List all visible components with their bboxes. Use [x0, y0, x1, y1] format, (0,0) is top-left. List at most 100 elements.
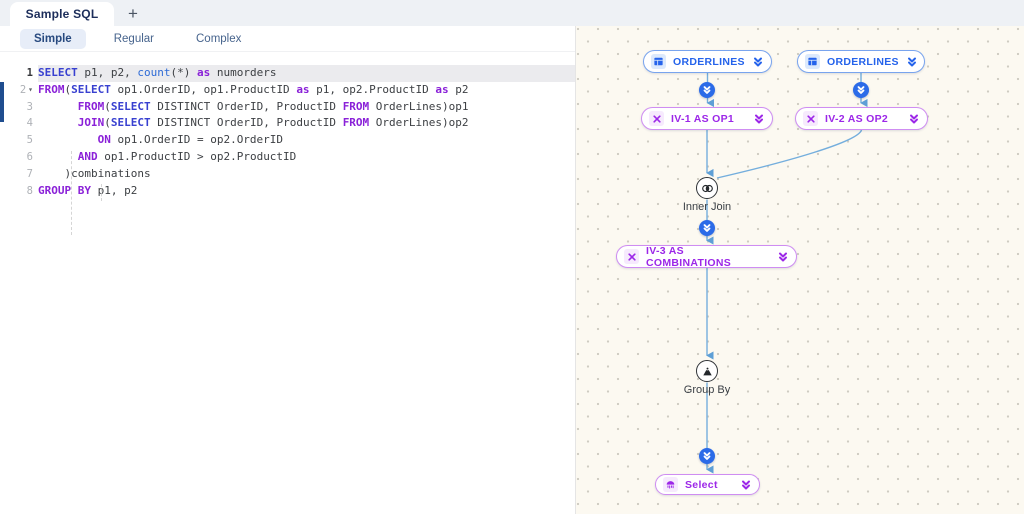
- query-diagram-canvas[interactable]: ORDERLINES ORDERLINES IV-1 AS OP1: [576, 26, 1024, 514]
- code-token: GROUP BY: [38, 183, 91, 197]
- subtab-simple[interactable]: Simple: [20, 28, 86, 49]
- expand-chevron-icon[interactable]: [740, 479, 752, 491]
- node-iv2[interactable]: IV-2 AS OP2: [795, 107, 928, 130]
- subtab-regular[interactable]: Regular: [113, 32, 154, 45]
- node-label: IV-1 AS OP1: [671, 112, 735, 125]
- node-label: Select: [685, 478, 718, 491]
- inner-join-icon: [701, 182, 714, 195]
- line-number: 7: [26, 167, 33, 180]
- inner-join-label: Inner Join: [682, 201, 732, 213]
- line-number: 8: [26, 184, 33, 197]
- tab-sample-sql[interactable]: Sample SQL: [10, 2, 114, 26]
- code-line[interactable]: 5 ON op1.OrderID = op2.OrderID: [0, 132, 575, 149]
- add-tab-button[interactable]: +: [122, 3, 144, 25]
- code-token: op1.OrderID, op1.ProductID: [110, 82, 297, 96]
- flow-chevron-button[interactable]: [699, 220, 715, 236]
- node-orderlines-1[interactable]: ORDERLINES: [643, 50, 772, 73]
- code-token: FROM: [77, 99, 105, 113]
- code-token: [38, 133, 98, 146]
- code-line[interactable]: 3 FROM(SELECT DISTINCT OrderID, ProductI…: [0, 99, 575, 116]
- code-token: as: [296, 82, 310, 96]
- line-number: 2: [19, 83, 27, 96]
- code-text: ON op1.OrderID = op2.OrderID: [38, 132, 575, 149]
- code-text: JOIN(SELECT DISTINCT OrderID, ProductID …: [38, 115, 575, 132]
- flow-chevron-button[interactable]: [699, 82, 715, 98]
- code-token: op1.OrderID = op2.OrderID: [110, 133, 284, 147]
- code-token: p1, p2,: [77, 66, 138, 79]
- fold-caret-icon[interactable]: ▾: [28, 85, 33, 95]
- code-token: [38, 100, 78, 113]
- code-token: FROM: [342, 99, 370, 113]
- group-by-label: Group By: [683, 384, 731, 396]
- table-icon: [805, 54, 820, 69]
- code-token: JOIN: [77, 116, 105, 130]
- code-token: as: [196, 66, 211, 79]
- code-line[interactable]: 4 JOIN(SELECT DISTINCT OrderID, ProductI…: [0, 115, 575, 132]
- scroll-indicator[interactable]: [0, 82, 4, 122]
- code-token: FROM: [38, 82, 65, 96]
- code-token: ON: [97, 133, 111, 147]
- node-inner-join[interactable]: [696, 177, 718, 199]
- code-token: SELECT: [110, 116, 151, 130]
- node-group-by[interactable]: [696, 360, 718, 382]
- gutter-cell: 8: [0, 183, 38, 200]
- expand-chevron-icon[interactable]: [908, 113, 920, 125]
- code-token: p2: [448, 82, 469, 96]
- swap-icon: [624, 249, 639, 264]
- diagram-edges: [706, 73, 868, 474]
- code-token: p1, op2.ProductID: [309, 82, 436, 96]
- flow-chevron-button[interactable]: [699, 448, 715, 464]
- code-token: numorders: [210, 66, 277, 79]
- select-jellyfish-icon: [663, 477, 678, 492]
- expand-chevron-icon[interactable]: [906, 56, 918, 68]
- code-token: (: [64, 82, 72, 96]
- code-token: op1.ProductID > op2.ProductID: [97, 149, 297, 163]
- code-token: AND: [77, 149, 98, 163]
- gutter-cell: 4: [0, 115, 38, 132]
- line-number: 5: [26, 134, 33, 147]
- node-orderlines-2[interactable]: ORDERLINES: [797, 50, 925, 73]
- expand-chevron-icon[interactable]: [752, 56, 764, 68]
- code-token: SELECT: [71, 82, 111, 96]
- line-number: 1: [26, 67, 33, 79]
- table-icon: [651, 54, 666, 69]
- tab-strip: Sample SQL +: [0, 0, 1024, 26]
- code-text: )combinations: [38, 166, 575, 183]
- code-token: DISTINCT OrderID, ProductID: [150, 116, 343, 130]
- gutter-cell: 7: [0, 166, 38, 183]
- expand-chevron-icon[interactable]: [753, 113, 765, 125]
- code-text: SELECT p1, p2, count(*) as numorders: [38, 65, 575, 82]
- code-line[interactable]: 6 AND op1.ProductID > op2.ProductID: [0, 149, 575, 166]
- node-iv1[interactable]: IV-1 AS OP1: [641, 107, 773, 130]
- gutter-cell: 6: [0, 149, 38, 166]
- code-line[interactable]: 7 )combinations: [0, 166, 575, 183]
- node-label: ORDERLINES: [673, 55, 745, 68]
- code-token: OrderLines)op2: [369, 116, 469, 130]
- code-token: SELECT: [110, 99, 151, 113]
- code-token: DISTINCT OrderID, ProductID: [150, 99, 343, 113]
- line-number: 6: [26, 150, 33, 163]
- node-label: IV-3 AS COMBINATIONS: [646, 244, 732, 269]
- code-text: FROM(SELECT DISTINCT OrderID, ProductID …: [38, 99, 575, 116]
- code-token: OrderLines)op1: [369, 99, 469, 113]
- code-token: [38, 116, 78, 129]
- swap-icon: [803, 111, 818, 126]
- expand-chevron-icon[interactable]: [777, 251, 789, 263]
- plus-icon: +: [128, 4, 138, 23]
- code-line[interactable]: 1 SELECT p1, p2, count(*) as numorders: [0, 65, 575, 82]
- code-line[interactable]: 2▾FROM(SELECT op1.OrderID, op1.ProductID…: [0, 82, 575, 99]
- line-number: 3: [26, 100, 33, 113]
- code-token: (: [104, 116, 111, 130]
- flow-chevron-button[interactable]: [853, 82, 869, 98]
- gutter-cell: 2▾: [0, 82, 38, 99]
- subtab-complex[interactable]: Complex: [196, 32, 242, 45]
- node-select[interactable]: Select: [655, 474, 760, 495]
- tab-title: Sample SQL: [25, 7, 99, 21]
- gutter-cell: 3: [0, 99, 38, 116]
- sql-editor-panel: Simple Regular Complex 1 SELECT p1, p2, c…: [0, 26, 575, 514]
- node-iv3[interactable]: IV-3 AS COMBINATIONS: [616, 244, 797, 269]
